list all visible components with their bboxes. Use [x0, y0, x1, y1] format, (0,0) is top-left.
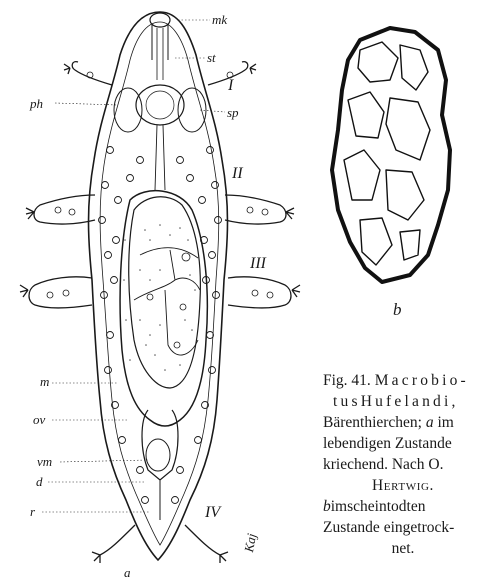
label-ov: ov [33, 412, 46, 427]
label-leg-III: III [249, 255, 267, 272]
label-r: r [30, 504, 36, 519]
label-ph: ph [29, 96, 43, 111]
figure-a-tardigrade: mk st I ph sp II III m ov vm d r IV Kaj … [0, 0, 320, 581]
figure-b-label: b [393, 300, 402, 319]
caption-species-name: Hufelandi, [361, 393, 459, 410]
caption-scheintodt: scheintodten [347, 498, 425, 515]
label-leg-I: I [227, 77, 234, 94]
figure-b-tun: b [320, 20, 483, 320]
caption-line-8: Zustande eingetrock- [323, 517, 483, 538]
label-vm: vm [37, 454, 52, 469]
label-leaders [42, 20, 225, 512]
caption-line-9: net. [323, 538, 483, 559]
label-leg-II: II [231, 165, 243, 182]
caption-marker-b: b [323, 498, 331, 515]
label-st: st [207, 50, 216, 65]
caption-genus-end: tus [323, 393, 361, 410]
leg-cells [47, 72, 273, 298]
tun-outline [332, 28, 450, 282]
label-leg-IV: IV [204, 504, 222, 521]
figure-caption: Fig. 41. Macrobio- tusHufelandi, Bärenth… [323, 370, 483, 559]
artist-signature: Kaj [241, 532, 259, 554]
caption-common-name: Bärenthierchen; [323, 414, 422, 431]
caption-marker-a: a [426, 414, 434, 431]
caption-line-2: tusHufelandi, [323, 391, 483, 412]
caption-im-2: im [331, 498, 347, 515]
caption-line-1: Fig. 41. Macrobio- [323, 370, 483, 391]
stipple-pattern [123, 224, 196, 371]
caption-line-5: kriechend. Nach O. [323, 454, 483, 475]
caption-line-7: bimscheintodten [323, 496, 483, 517]
label-mk: mk [212, 12, 227, 27]
caption-im: im [437, 414, 453, 431]
label-sp: sp [227, 105, 239, 120]
caption-line-6: Hertwig. [323, 475, 483, 496]
caption-line-4: lebendigen Zustande [323, 433, 483, 454]
caption-line-3: Bärenthierchen; a im [323, 412, 483, 433]
figure-a-label: a [124, 565, 131, 580]
label-d: d [36, 474, 43, 489]
caption-fig-number: Fig. 41. [323, 372, 371, 389]
tardigrade-body [89, 12, 228, 560]
label-m: m [40, 374, 49, 389]
caption-species-genus: Macrobio- [375, 372, 469, 389]
